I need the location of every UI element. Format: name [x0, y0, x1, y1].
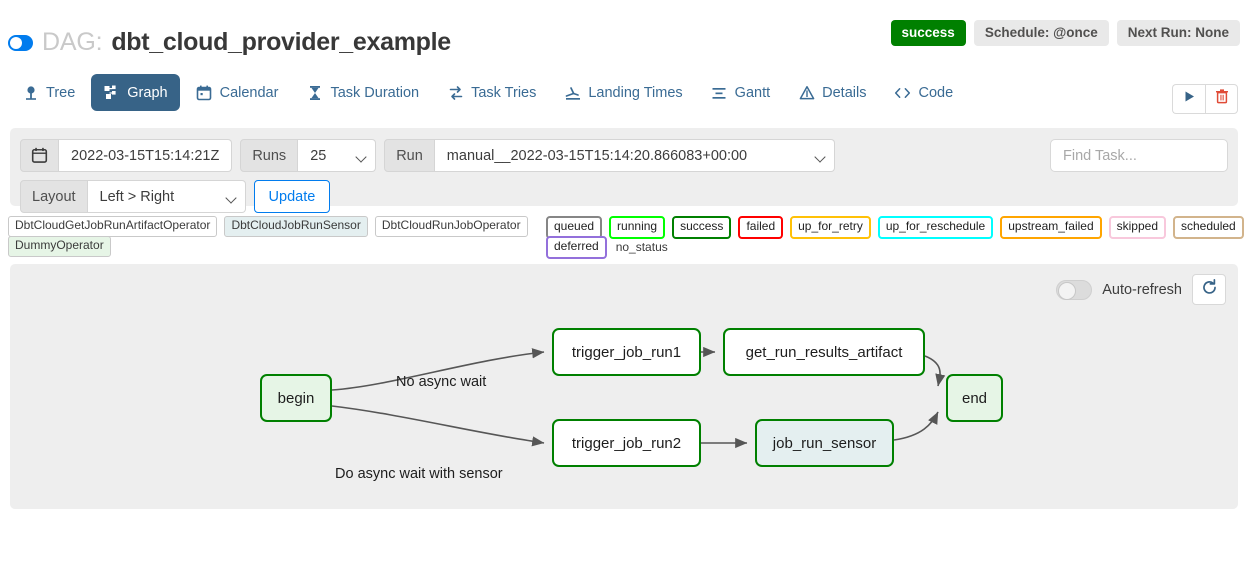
page-header: DAG: dbt_cloud_provider_example success … — [0, 0, 1248, 70]
layout-group: Layout Left > Right — [20, 180, 246, 213]
legend: DbtCloudGetJobRunArtifactOperator DbtClo… — [0, 206, 1248, 259]
retry-icon — [447, 84, 464, 101]
update-button[interactable]: Update — [253, 180, 331, 213]
next-run-badge: Next Run: None — [1116, 20, 1240, 46]
graph-node-job-run-sensor[interactable]: job_run_sensor — [755, 419, 894, 467]
run-select[interactable]: manual__2022-03-15T15:14:20.866083+00:00 — [434, 139, 835, 172]
graph-edges — [331, 346, 946, 449]
status-chip-up-for-reschedule[interactable]: up_for_reschedule — [877, 216, 994, 239]
dag-pause-toggle-icon[interactable] — [8, 34, 33, 51]
play-icon — [1183, 90, 1196, 108]
status-legend-row-1: queued running success failed up_for_ret… — [546, 216, 1244, 239]
tab-label: Calendar — [219, 84, 279, 101]
refresh-icon — [1201, 278, 1218, 301]
dag-title: DAG: dbt_cloud_provider_example — [8, 28, 451, 57]
status-legend-row-2: deferred no_status — [546, 236, 670, 259]
nav-tabs-bar: Tree Graph Calendar Task Duration Task T — [0, 70, 1248, 128]
tab-landing-times[interactable]: Landing Times — [552, 74, 694, 111]
dag-label: DAG: — [42, 28, 103, 56]
trigger-dag-button[interactable] — [1172, 84, 1205, 114]
graph-panel: Auto-refresh begin trigger_j — [10, 264, 1238, 509]
landing-icon — [564, 84, 581, 101]
operator-chip[interactable]: DummyOperator — [8, 236, 111, 257]
hourglass-icon — [306, 84, 323, 101]
operator-legend-row-1: DbtCloudGetJobRunArtifactOperator DbtClo… — [8, 216, 528, 237]
tab-graph[interactable]: Graph — [91, 74, 180, 111]
layout-select[interactable]: Left > Right — [87, 180, 246, 213]
filter-row-1: 2022-03-15T15:14:21Z Runs 25 Run manual_… — [20, 139, 1228, 172]
status-chip-failed[interactable]: failed — [738, 216, 784, 239]
status-chip-running[interactable]: running — [609, 216, 666, 239]
tab-label: Graph — [127, 84, 168, 101]
auto-refresh-label: Auto-refresh — [1102, 281, 1182, 298]
header-badges: success Schedule: @once Next Run: None — [890, 20, 1240, 46]
status-chip-skipped[interactable]: skipped — [1108, 216, 1166, 239]
tab-task-duration[interactable]: Task Duration — [294, 74, 431, 111]
tab-label: Tree — [46, 84, 76, 101]
execution-date-group: 2022-03-15T15:14:21Z — [20, 139, 233, 172]
tab-label: Details — [822, 84, 867, 101]
edge-label-async-wait: Do async wait with sensor — [335, 466, 503, 482]
runs-group: Runs 25 — [240, 139, 377, 172]
filter-bar: 2022-03-15T15:14:21Z Runs 25 Run manual_… — [10, 128, 1238, 213]
status-chip-deferred[interactable]: deferred — [546, 236, 607, 259]
delete-dag-button[interactable] — [1205, 84, 1238, 114]
operator-chip[interactable]: DbtCloudJobRunSensor — [224, 216, 368, 237]
tab-label: Task Tries — [471, 84, 537, 101]
tab-tree[interactable]: Tree — [10, 74, 87, 111]
find-task-input[interactable]: Find Task... — [1050, 139, 1228, 172]
graph-node-trigger-job-run2[interactable]: trigger_job_run2 — [552, 419, 701, 467]
calendar-icon[interactable] — [20, 139, 59, 172]
execution-date-input[interactable]: 2022-03-15T15:14:21Z — [59, 139, 233, 172]
run-group: Run manual__2022-03-15T15:14:20.866083+0… — [384, 139, 835, 172]
status-chip-success[interactable]: success — [672, 216, 732, 239]
operator-chip[interactable]: DbtCloudGetJobRunArtifactOperator — [8, 216, 218, 237]
tab-code[interactable]: Code — [882, 74, 965, 111]
status-chip-upstream-failed[interactable]: upstream_failed — [1000, 216, 1102, 239]
tab-label: Gantt — [734, 84, 771, 101]
tab-label: Task Duration — [330, 84, 420, 101]
gantt-icon — [711, 84, 728, 101]
tab-calendar[interactable]: Calendar — [184, 74, 291, 111]
operator-chip[interactable]: DbtCloudRunJobOperator — [374, 216, 528, 237]
graph-node-get-run-results-artifact[interactable]: get_run_results_artifact — [723, 328, 925, 376]
tree-icon — [22, 84, 39, 101]
header-actions — [1172, 84, 1238, 114]
graph-node-begin[interactable]: begin — [260, 374, 332, 422]
status-chip-no-status[interactable]: no_status — [615, 239, 668, 254]
calendar-icon — [196, 84, 213, 101]
operator-legend-row-2: DummyOperator — [8, 236, 111, 257]
runs-select[interactable]: 25 — [298, 139, 377, 172]
status-chip-up-for-retry[interactable]: up_for_retry — [790, 216, 871, 239]
code-icon — [894, 84, 911, 101]
run-label: Run — [384, 139, 435, 172]
tab-details[interactable]: Details — [786, 74, 878, 111]
dag-name: dbt_cloud_provider_example — [111, 28, 451, 56]
status-chip-scheduled[interactable]: scheduled — [1173, 216, 1244, 239]
details-icon — [798, 84, 815, 101]
tab-label: Landing Times — [588, 84, 683, 101]
runs-label: Runs — [240, 139, 299, 172]
edge-label-no-async-wait: No async wait — [396, 374, 487, 390]
refresh-controls: Auto-refresh — [1056, 274, 1226, 305]
tab-task-tries[interactable]: Task Tries — [435, 74, 548, 111]
tab-gantt[interactable]: Gantt — [699, 74, 782, 111]
auto-refresh-toggle[interactable] — [1056, 279, 1093, 300]
graph-icon — [103, 84, 120, 101]
graph-node-trigger-job-run1[interactable]: trigger_job_run1 — [552, 328, 701, 376]
refresh-button[interactable] — [1192, 274, 1226, 305]
layout-label: Layout — [20, 180, 88, 213]
trash-icon — [1215, 89, 1229, 109]
nav-tabs: Tree Graph Calendar Task Duration Task T — [10, 74, 965, 111]
tab-label: Code — [918, 84, 954, 101]
status-badge: success — [890, 20, 966, 46]
graph-node-end[interactable]: end — [946, 374, 1003, 422]
schedule-badge[interactable]: Schedule: @once — [973, 20, 1109, 46]
filter-row-2: Layout Left > Right Update — [20, 180, 1228, 213]
